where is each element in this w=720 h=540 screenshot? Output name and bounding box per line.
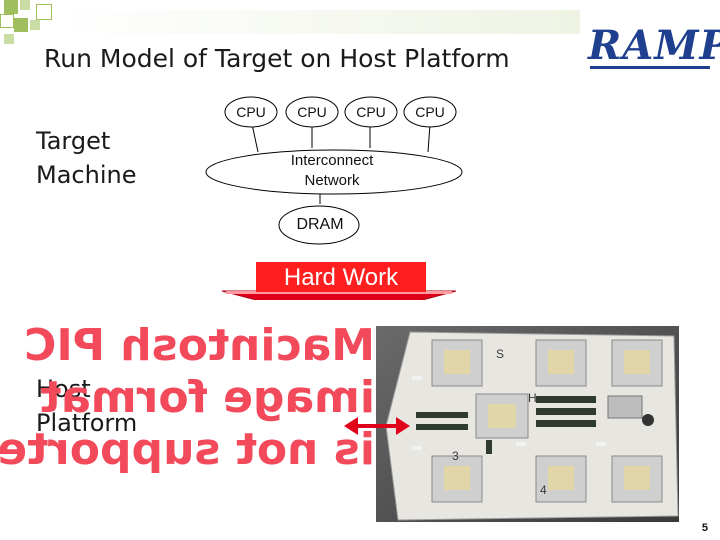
board-marking-s: S [496,347,504,361]
host-label-line1: Host [36,375,91,403]
cpu-shape-1 [224,96,278,128]
interconnect-line2: Network [304,172,360,189]
board-marking-h: H [528,391,537,405]
target-label-line1: Target [36,127,111,155]
cpu-shape-3 [344,96,398,128]
page-number: 5 [701,522,708,534]
interconnect-network-shape [205,149,463,195]
logo-underline [590,66,710,69]
cpu-shape-4 [403,96,457,128]
host-label-line2: Platform [36,409,138,437]
target-label-line2: Machine [36,161,137,189]
board-marking-3: 3 [452,449,459,463]
dram-shape [278,205,360,245]
cpu-label-3: CPU [356,104,386,120]
hard-work-banner: Hard Work [256,262,426,292]
board-marking-4: 4 [540,483,547,497]
cpu-ellipses [224,96,457,128]
interconnect-line1: Interconnect [290,152,374,169]
cpu-label-2: CPU [297,104,327,120]
cpu1-link [251,123,259,153]
double-arrow-icon [344,417,410,435]
placeholder-line-2: image format [40,372,375,423]
dram-label: DRAM [296,216,344,233]
ramp-logo: RAMP [588,22,720,69]
cpu4-link [427,123,431,153]
target-machine-label: Target Machine [36,124,136,192]
host-board-image: S H 3 4 [376,326,679,522]
placeholder-line-1: Macintosh PIC [24,320,375,371]
cpu-label-1: CPU [236,104,266,120]
cpu-shape-2 [285,96,339,128]
placeholder-line-3: is not supported [0,424,375,475]
image-placeholder-text: Macintosh PIC image format is not suppor… [0,320,375,476]
slide-title: Run Model of Target on Host Platform [44,44,510,73]
cpu-label-4: CPU [415,104,445,120]
host-platform-label: Host Platform [36,372,137,440]
target-diagram [205,96,463,300]
interconnect-network-label: Interconnect Network [262,151,402,191]
